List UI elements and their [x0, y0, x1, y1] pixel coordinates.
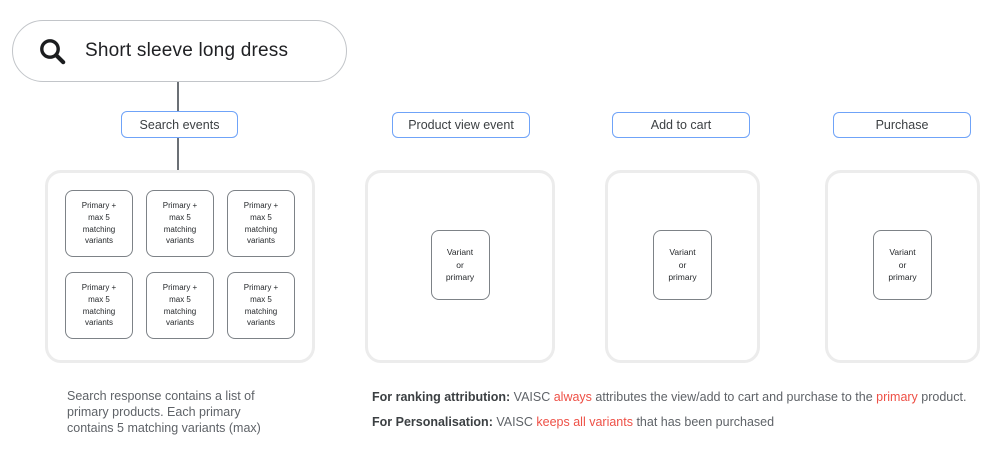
variant-or-primary-card: Variant or primary	[430, 230, 490, 300]
variant-or-primary-card: Variant or primary	[653, 230, 712, 300]
ranking-note-bold: For ranking attribution:	[372, 390, 511, 404]
ranking-note-seg2: attributes the view/add to cart and purc…	[591, 390, 877, 404]
personalisation-note: For Personalisation: VAISC keeps all var…	[372, 415, 774, 429]
primary-variants-card: Primary + max 5 matching variants	[227, 272, 295, 339]
personalisation-note-bold: For Personalisation:	[372, 415, 493, 429]
personalisation-note-seg1: VAISC	[492, 415, 537, 429]
search-response-note: Search response contains a list of prima…	[67, 389, 261, 435]
ranking-note-seg1: VAISC	[510, 390, 554, 404]
search-events-container: Primary + max 5 matching variants Primar…	[45, 170, 315, 363]
variant-or-primary-card: Variant or primary	[873, 230, 932, 300]
event-chip-product-view[interactable]: Product view event	[392, 112, 530, 138]
ranking-note-red2: primary	[876, 390, 918, 404]
primary-variants-card: Primary + max 5 matching variants	[65, 272, 133, 339]
primary-variants-card: Primary + max 5 matching variants	[65, 190, 133, 257]
search-icon	[40, 39, 66, 65]
purchase-container: Variant or primary	[825, 170, 980, 363]
ranking-attribution-note: For ranking attribution: VAISC always at…	[372, 390, 966, 404]
personalisation-note-red1: keeps all variants	[536, 415, 633, 429]
product-view-container: Variant or primary	[365, 170, 555, 363]
ranking-note-red1: always	[553, 390, 592, 404]
ranking-note-seg3: product.	[917, 390, 967, 404]
primary-variants-card: Primary + max 5 matching variants	[146, 190, 214, 257]
primary-variants-card: Primary + max 5 matching variants	[227, 190, 295, 257]
search-box[interactable]: Short sleeve long dress	[12, 20, 347, 82]
search-query-text: Short sleeve long dress	[85, 40, 289, 61]
event-chip-purchase[interactable]: Purchase	[833, 112, 971, 138]
add-to-cart-container: Variant or primary	[605, 170, 760, 363]
primary-cards-grid: Primary + max 5 matching variants Primar…	[65, 190, 312, 339]
event-chip-add-to-cart[interactable]: Add to cart	[612, 112, 750, 138]
event-chip-search-events[interactable]: Search events	[121, 111, 238, 138]
personalisation-note-seg2: that has been purchased	[632, 415, 775, 429]
primary-variants-card: Primary + max 5 matching variants	[146, 272, 214, 339]
